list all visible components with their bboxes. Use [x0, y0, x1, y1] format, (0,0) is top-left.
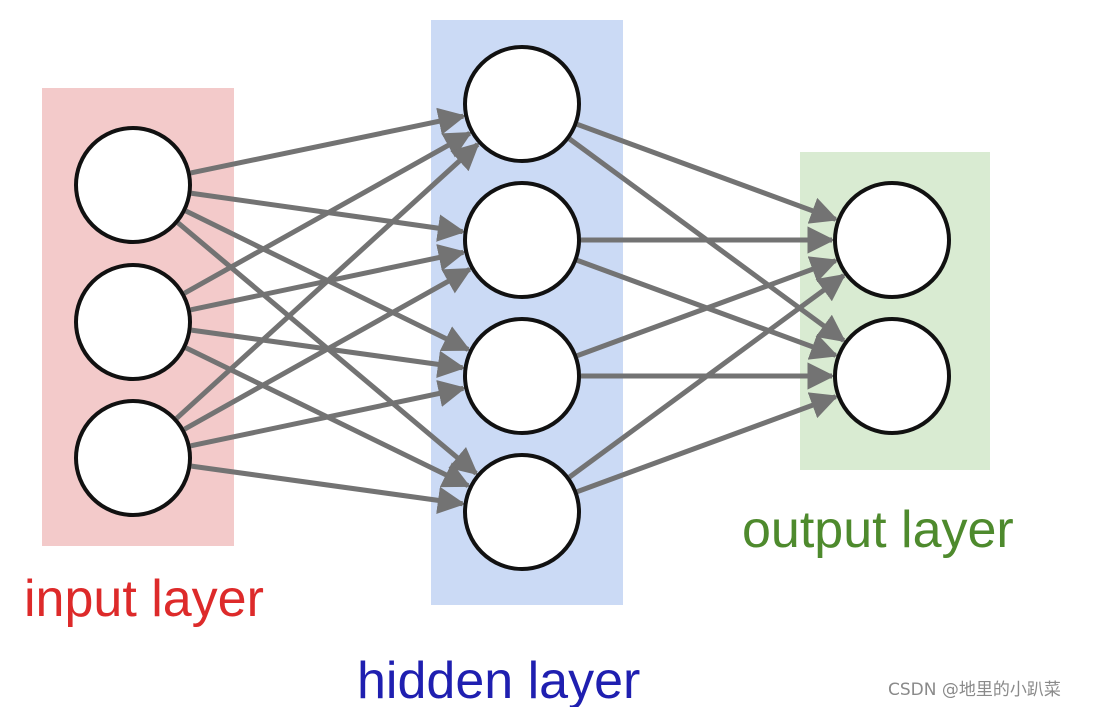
- input-neuron-2: [74, 263, 192, 381]
- connection-input-2-to-hidden-1: [183, 131, 473, 296]
- connection-input-1-to-hidden-1: [190, 107, 466, 176]
- output-neuron-2: [833, 317, 951, 435]
- connection-input-3-to-hidden-1: [174, 142, 480, 421]
- connections: [174, 107, 846, 514]
- connection-input-3-to-hidden-4: [191, 463, 466, 514]
- input-layer-label: input layer: [24, 570, 264, 628]
- output-neuron-1: [833, 181, 951, 299]
- connection-hidden-4-to-output-1: [568, 273, 846, 480]
- connection-hidden-4-to-output-2: [576, 392, 839, 494]
- output-layer-label: output layer: [742, 501, 1014, 559]
- watermark-background: [822, 642, 1097, 707]
- watermark-text: CSDN @地里的小趴菜: [888, 680, 1061, 700]
- hidden-neuron-3: [463, 317, 581, 435]
- hidden-neuron-4: [463, 453, 581, 571]
- hidden-neuron-2: [463, 181, 581, 299]
- input-neuron-3: [74, 399, 192, 517]
- connection-hidden-3-to-output-1: [576, 256, 839, 358]
- input-neuron-1: [74, 126, 192, 244]
- connection-input-3-to-hidden-2: [183, 267, 473, 432]
- neurons: [74, 45, 951, 571]
- hidden-layer-label: hidden layer: [357, 652, 640, 707]
- connection-input-3-to-hidden-3: [190, 380, 466, 449]
- connection-hidden-1-to-output-1: [576, 122, 839, 224]
- hidden-neuron-1: [463, 45, 581, 163]
